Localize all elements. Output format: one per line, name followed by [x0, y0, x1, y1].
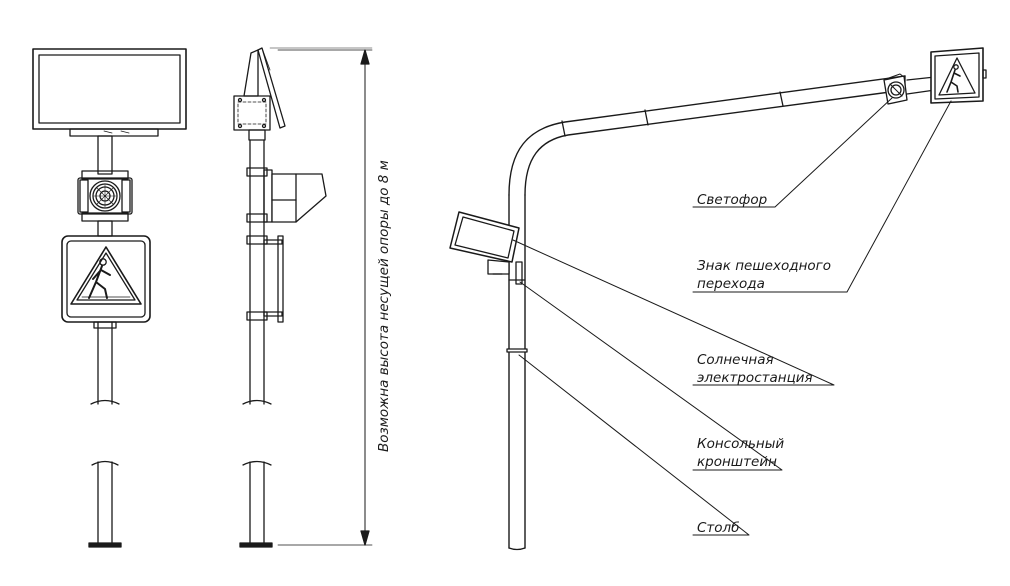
- perspective-traffic-light-icon: [883, 73, 908, 105]
- perspective-view: [449, 47, 987, 551]
- label-pole: Столб: [697, 520, 740, 536]
- front-traffic-light-icon: [77, 170, 133, 222]
- label-sign-line2: перехода: [697, 276, 765, 292]
- front-solar-panel: [32, 48, 187, 137]
- leader-lines: [512, 97, 952, 536]
- front-pole-upper: [97, 135, 113, 175]
- label-traffic-light: Светофор: [697, 192, 767, 208]
- perspective-pedestrian-sign-icon: [930, 47, 987, 104]
- label-bracket-line2: кронштейн: [697, 454, 777, 470]
- label-solar-line2: электростанция: [697, 370, 813, 386]
- front-view: [32, 48, 187, 548]
- perspective-solar-panel: [449, 211, 526, 285]
- side-view: [233, 47, 327, 548]
- dimension-label: Возможна высота несущей опоры до 8 м: [376, 160, 392, 452]
- height-dimension: [269, 47, 373, 546]
- label-solar-line1: Солнечная: [697, 352, 774, 368]
- label-bracket-line1: Консольный: [697, 436, 784, 452]
- label-sign-line1: Знак пешеходного: [697, 258, 831, 274]
